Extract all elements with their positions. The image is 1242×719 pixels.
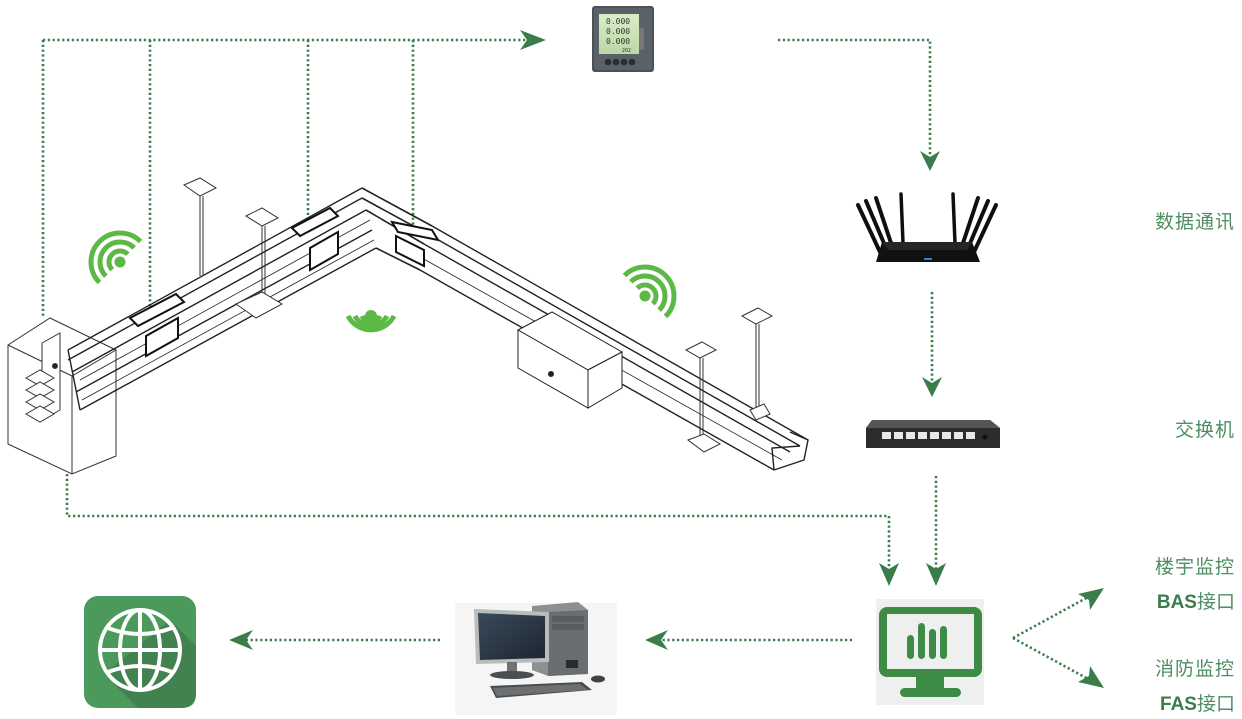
- label-fas-title: 消防监控: [1155, 658, 1235, 680]
- connector-meter-to-router: [778, 38, 932, 160]
- wifi-icon: [88, 230, 143, 285]
- busway-system: [7, 177, 809, 475]
- busway-end-box: [7, 317, 117, 475]
- power-meter[interactable]: 0.000 0.000 0.000 202: [592, 6, 654, 72]
- arrow-head-icon: [926, 563, 946, 586]
- router[interactable]: [856, 192, 998, 262]
- arrow-head-icon: [1078, 588, 1104, 610]
- meter-reading-2: 0.000: [606, 27, 630, 36]
- label-data-communication: 数据通讯: [1155, 211, 1235, 233]
- monitoring-platform[interactable]: [876, 599, 984, 705]
- bas-suffix: 接口: [1197, 591, 1235, 613]
- label-bas-interface: BAS接口: [1157, 591, 1235, 613]
- arrow-heads: [229, 30, 1104, 688]
- connector-busway-to-monitor: [65, 474, 891, 570]
- label-bas-title: 楼宇监控: [1155, 556, 1235, 578]
- arrow-head-icon: [229, 630, 253, 650]
- hanger-rod: [182, 177, 284, 319]
- wifi-icon: [622, 264, 677, 319]
- hanger-rod: [684, 307, 774, 453]
- connector-monitor-to-fas: [1012, 636, 1091, 682]
- meter-reading-1: 0.000: [606, 17, 630, 26]
- bar-chart-icon: [907, 623, 947, 659]
- meter-reading-3: 0.000: [606, 37, 630, 46]
- label-switch: 交换机: [1175, 419, 1235, 441]
- globe-icon: [98, 608, 182, 692]
- wifi-dot: [114, 256, 126, 268]
- network-switch[interactable]: [866, 420, 1000, 448]
- arrow-head-icon: [879, 563, 899, 586]
- label-fas-interface: FAS接口: [1160, 693, 1235, 715]
- tap-off-box: [516, 311, 624, 409]
- desktop-computer[interactable]: [455, 602, 617, 715]
- fas-suffix: 接口: [1197, 693, 1235, 715]
- connector-monitor-to-bas: [1012, 594, 1091, 640]
- arrow-head-icon: [922, 377, 942, 397]
- arrow-head-icon: [920, 151, 940, 171]
- plug-in-unit: [128, 206, 340, 358]
- meter-footer: 202: [622, 48, 631, 54]
- wifi-dot: [639, 290, 651, 302]
- connectors: [41, 38, 1091, 682]
- arrow-head-icon: [645, 630, 668, 650]
- plug-in-unit: [389, 220, 441, 268]
- arrow-head-icon: [1078, 666, 1104, 688]
- arrow-head-icon: [520, 30, 546, 50]
- wifi-dot: [365, 310, 377, 322]
- bas-prefix: BAS: [1157, 592, 1197, 613]
- fas-prefix: FAS: [1160, 694, 1197, 715]
- internet-globe[interactable]: [84, 596, 196, 708]
